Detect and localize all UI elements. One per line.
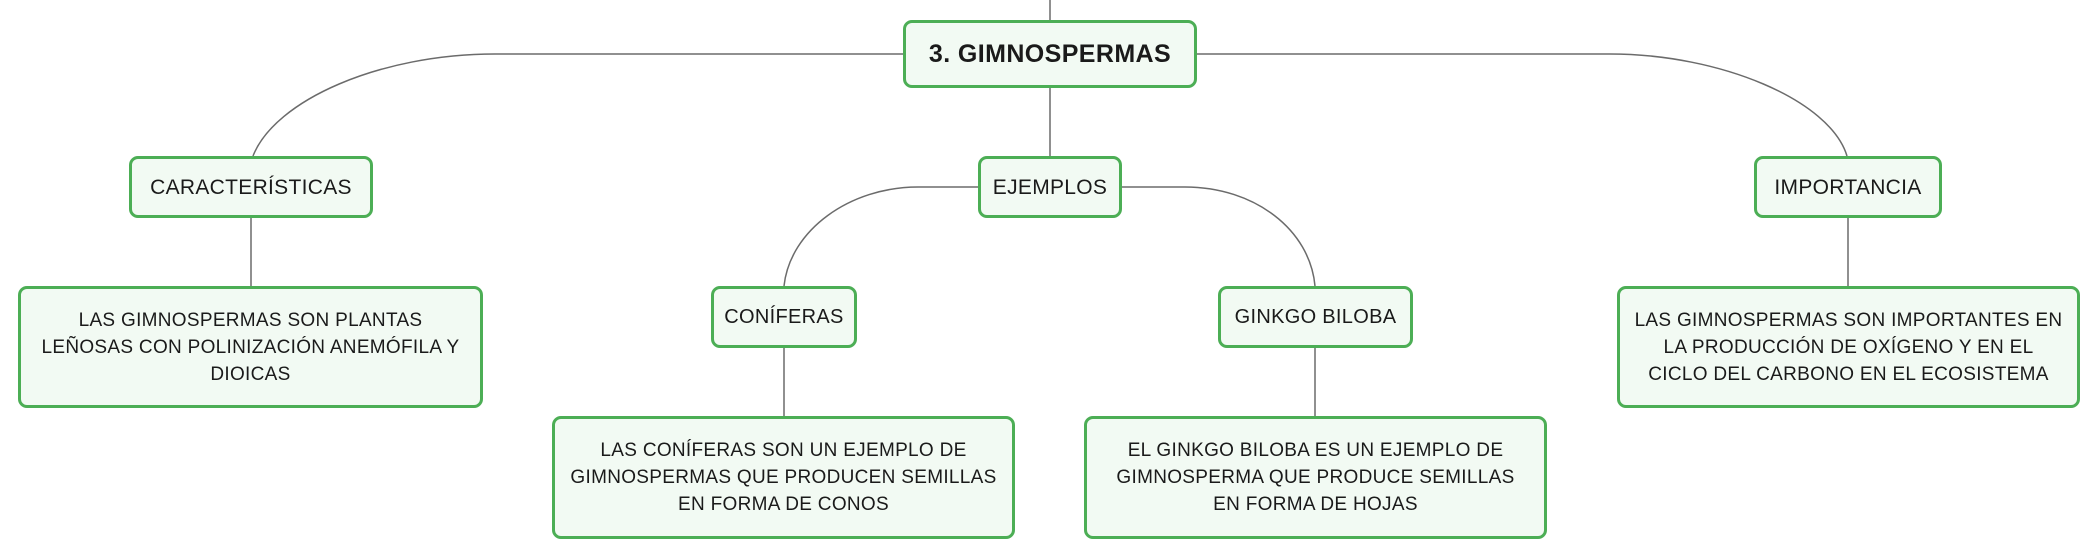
importancia-detail-node[interactable]: LAS GIMNOSPERMAS SON IMPORTANTES EN LA P… xyxy=(1617,286,2080,408)
ginkgo-label: GINKGO BILOBA xyxy=(1234,305,1397,328)
caracteristicas-detail-node[interactable]: LAS GIMNOSPERMAS SON PLANTAS LEÑOSAS CON… xyxy=(18,286,483,408)
ejemplos-node[interactable]: EJEMPLOS xyxy=(978,156,1122,218)
connector-root-to-caracteristicas xyxy=(252,53,903,157)
coniferas-detail-node[interactable]: LAS CONÍFERAS SON UN EJEMPLO DE GIMNOSPE… xyxy=(552,416,1015,539)
coniferas-detail-text: LAS CONÍFERAS SON UN EJEMPLO DE GIMNOSPE… xyxy=(570,440,997,515)
root-node-label: 3. GIMNOSPERMAS xyxy=(928,39,1172,68)
coniferas-node[interactable]: CONÍFERAS xyxy=(711,286,857,348)
root-node[interactable]: 3. GIMNOSPERMAS xyxy=(903,20,1197,88)
ejemplos-label: EJEMPLOS xyxy=(992,175,1108,199)
connector-ejemplos-to-coniferas xyxy=(783,186,978,287)
ginkgo-detail-node[interactable]: EL GINKGO BILOBA ES UN EJEMPLO DE GIMNOS… xyxy=(1084,416,1547,539)
importancia-node[interactable]: IMPORTANCIA xyxy=(1754,156,1942,218)
caracteristicas-detail-text: LAS GIMNOSPERMAS SON PLANTAS LEÑOSAS CON… xyxy=(41,309,460,385)
importancia-detail-text: LAS GIMNOSPERMAS SON IMPORTANTES EN LA P… xyxy=(1634,309,2063,385)
importancia-label: IMPORTANCIA xyxy=(1774,175,1922,199)
connector-ejemplos-to-ginkgo xyxy=(1122,186,1316,287)
coniferas-label: CONÍFERAS xyxy=(724,305,844,328)
ginkgo-detail-text: EL GINKGO BILOBA ES UN EJEMPLO DE GIMNOS… xyxy=(1116,440,1515,515)
caracteristicas-node[interactable]: CARACTERÍSTICAS xyxy=(129,156,373,218)
ginkgo-node[interactable]: GINKGO BILOBA xyxy=(1218,286,1413,348)
connector-root-to-importancia xyxy=(1197,53,1848,157)
caracteristicas-label: CARACTERÍSTICAS xyxy=(150,175,352,199)
